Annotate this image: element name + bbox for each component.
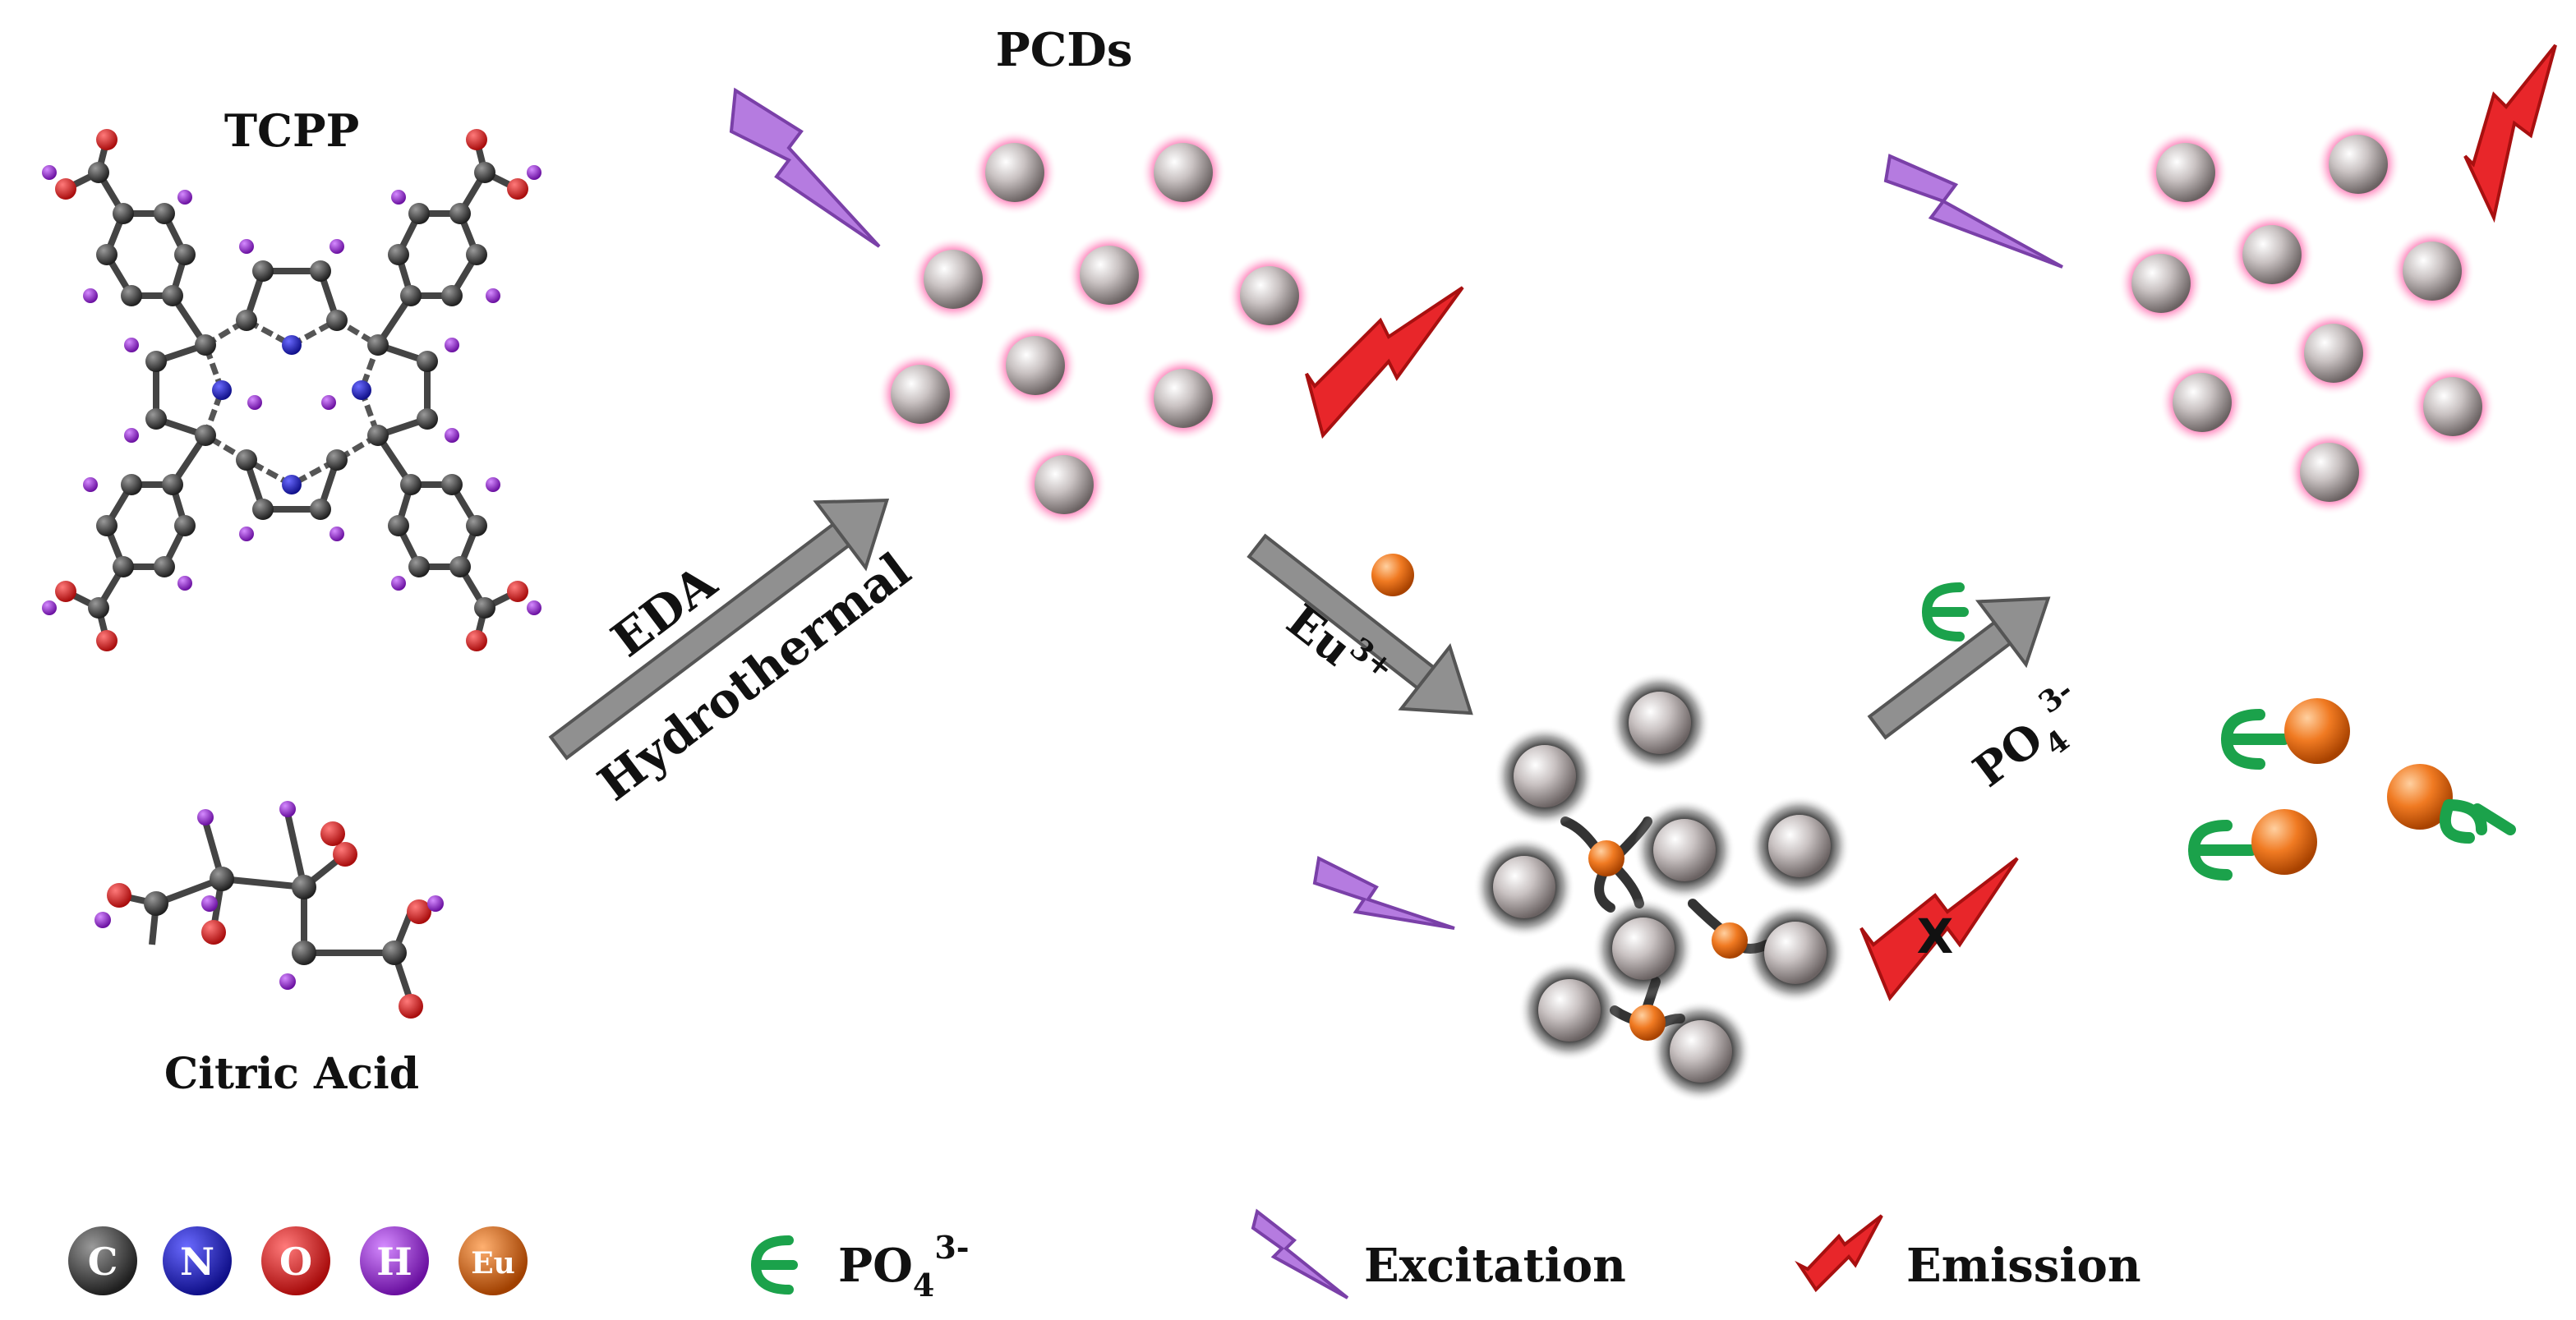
svg-text:O: O [279, 1240, 312, 1284]
legend-atom-c: C [68, 1226, 137, 1295]
svg-text:H: H [376, 1240, 412, 1284]
svg-text:C: C [88, 1240, 118, 1284]
pcds-label: PCDs [996, 23, 1133, 77]
pcd-dot [2159, 360, 2245, 445]
quenched-dot [1650, 1000, 1752, 1102]
pcd-dot [910, 237, 996, 322]
svg-text:PO43-: PO43- [1958, 673, 2102, 806]
po4-label: PO43- [1958, 673, 2102, 806]
svg-text:X: X [1917, 908, 1954, 964]
eu-arrow [1247, 533, 1473, 715]
svg-text:Eu: Eu [471, 1246, 515, 1281]
pcds-cluster [878, 130, 1312, 527]
citric-acid-label: Citric Acid [164, 1049, 419, 1099]
eu-ion [1712, 922, 1748, 959]
legend-phosphate-icon [750, 1235, 798, 1295]
pcd-dot [2410, 364, 2495, 449]
legend-excitation-icon [1251, 1208, 1349, 1299]
eu-ion [1588, 840, 1624, 876]
citric-acid-molecule [94, 801, 444, 1019]
eu-ion-icon [1371, 554, 1414, 596]
tcpp-label: TCPP [224, 104, 359, 157]
emission-bolt-icon [2463, 44, 2557, 223]
pcd-dot [2143, 130, 2228, 215]
pcd-dot [878, 352, 963, 437]
pcd-dot [1227, 253, 1312, 338]
pcd-dot [1021, 442, 1107, 527]
pcd-dot [1141, 356, 1226, 441]
legend-emission-icon [1795, 1214, 1883, 1293]
quenched-dot [1609, 672, 1711, 774]
quenched-dot [1494, 725, 1596, 827]
blocked-emission-icon: X [1859, 857, 2019, 1001]
pcd-dot [2287, 430, 2372, 515]
excitation-bolt-icon [729, 87, 881, 248]
eu-ion [1629, 1005, 1666, 1041]
phosphate-arrow [1867, 596, 2051, 740]
phosphate-icon [1921, 582, 1969, 642]
pcd-dot [2316, 122, 2401, 207]
quenched-dot [1473, 836, 1575, 938]
legend-phosphate-label: PO43- [838, 1229, 970, 1304]
legend-atom-o: O [261, 1226, 330, 1295]
eu-phosphate-complex [2187, 698, 2516, 881]
svg-text:N: N [180, 1240, 214, 1284]
pcd-dot [1141, 130, 1226, 215]
legend-atom-h: H [360, 1226, 429, 1295]
legend: C N O H Eu PO43- Excitation Em [68, 1208, 2141, 1304]
legend-emission-label: Emission [1906, 1239, 2141, 1293]
quenched-dot [1592, 898, 1694, 1000]
pcd-dot [2229, 212, 2315, 297]
excitation-bolt-icon [1312, 856, 1455, 930]
tcpp-molecule [42, 129, 541, 651]
quenched-dot [1634, 799, 1735, 901]
legend-atom-n: N [163, 1226, 232, 1295]
legend-excitation-label: Excitation [1364, 1239, 1626, 1293]
legend-atom-eu: Eu [459, 1226, 528, 1295]
pcd-dot [972, 130, 1058, 215]
quenched-dot [1744, 902, 1846, 1004]
pcd-dot [1067, 232, 1152, 318]
pcd-dot [993, 323, 1078, 408]
quenched-dot [1518, 959, 1620, 1061]
recovered-cluster [2118, 122, 2495, 515]
synthesis-arrow [548, 499, 890, 761]
quenched-cluster [1473, 672, 1850, 1102]
pcd-dot [2118, 241, 2204, 326]
emission-bolt-icon [1305, 286, 1464, 439]
pcd-dot [2291, 310, 2376, 396]
pcd-dot [2389, 228, 2475, 314]
quenched-dot [1749, 795, 1850, 897]
excitation-bolt-icon [1883, 154, 2063, 269]
